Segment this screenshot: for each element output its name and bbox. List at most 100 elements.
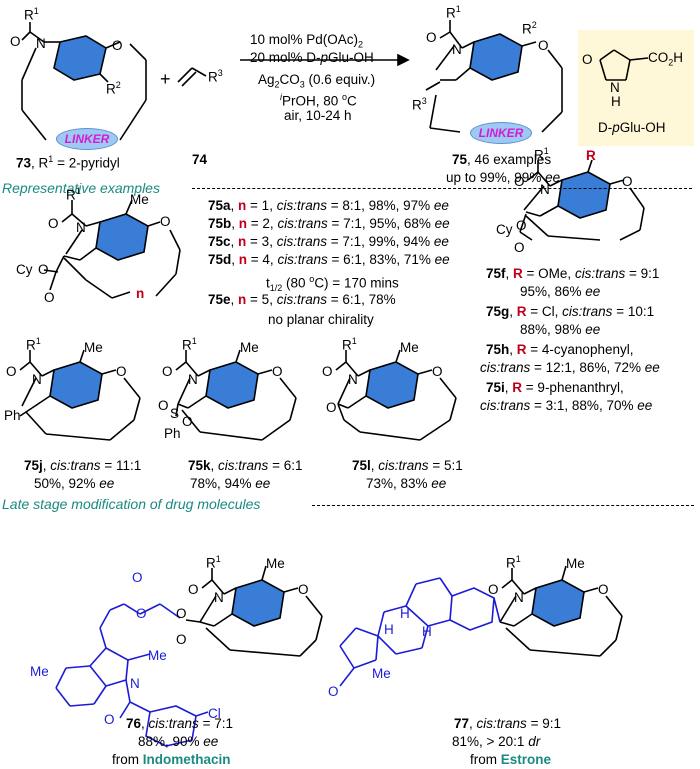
linker-oval-73: LINKER [56, 128, 118, 150]
ph-label-75k: Ph [164, 426, 181, 441]
r3-label-74: R3 [208, 68, 223, 85]
me-label-77: Me [566, 556, 585, 571]
example-75b: 75b, n = 2, cis:trans = 7:1, 95%, 68% ee [208, 216, 450, 231]
o-label-75k: O [162, 364, 173, 379]
r1-label-75a: R1 [66, 186, 81, 203]
o-ring-label-75k: O [272, 364, 283, 379]
example-77: 77, cis:trans = 9:1 [454, 716, 561, 731]
s-label-75k: S [170, 406, 180, 421]
example-75k: 75k, cis:trans = 6:1 [188, 458, 303, 473]
h1-label-77: H [400, 606, 410, 621]
r2-label-75: R2 [522, 20, 537, 37]
o-label-75a: O [48, 216, 59, 231]
r1-label-75j: R1 [26, 336, 41, 353]
o-label-75: O [426, 30, 437, 45]
example-75f-yield: 95%, 86% ee [520, 284, 601, 299]
example-76: 76, cis:trans = 7:1 [126, 716, 233, 731]
n-label-75l: N [348, 372, 358, 387]
o-ester3-label-76: O [176, 606, 187, 621]
linker-oval-75: LINKER [470, 122, 532, 144]
me-indole-label-76: Me [30, 664, 49, 679]
o-label-73: O [10, 34, 21, 49]
r3-label-75: R3 [412, 96, 427, 113]
cy-label-75f: Cy [496, 222, 513, 237]
o-label-75f: O [514, 174, 525, 189]
n-label-75a-chain: n [136, 286, 145, 301]
example-75h: 75h, R = 4-cyanophenyl, [486, 342, 634, 357]
example-75d: 75d, n = 4, cis:trans = 6:1, 83%, 71% ee [208, 252, 450, 267]
ligand-h-label: H [611, 94, 621, 109]
o-amide-label-76: O [104, 712, 115, 727]
compound-73-label: 73, R1 = 2-pyridyl [16, 154, 120, 171]
example-75g-yield: 88%, 98% ee [520, 322, 601, 337]
o3-label-75a: O [44, 290, 55, 305]
ligand-n-label: N [610, 80, 620, 95]
r-label-75f: R [586, 148, 596, 163]
ligand-box [578, 30, 694, 146]
o-ring-label-77: O [598, 582, 609, 597]
me-label-77-steroid: Me [372, 666, 391, 681]
ligand-name: D-pGlu-OH [598, 120, 666, 135]
condition-ligand: 20 mol% D-pGlu-OH [250, 50, 374, 65]
o-s-label-75k: O [158, 398, 169, 413]
r1-label-77: R1 [506, 554, 521, 571]
example-75k-yield: 78%, 94% ee [190, 476, 271, 491]
o-s2-label-75k: O [182, 414, 193, 429]
example-75j: 75j, cis:trans = 11:1 [24, 458, 142, 473]
cl-label-76: Cl [208, 706, 221, 721]
o-ring-label-75: O [538, 38, 549, 53]
example-75j-yield: 50%, 92% ee [34, 476, 115, 491]
example-76-yield: 88%, 90% ee [138, 734, 219, 749]
example-75i: 75i, R = 9-phenanthryl, [486, 380, 624, 395]
example-75l: 75l, cis:trans = 5:1 [352, 458, 463, 473]
r1-label-75f: R1 [534, 146, 549, 163]
o-ketone-label-75l: O [326, 400, 337, 415]
condition-time: air, 10-24 h [284, 108, 352, 123]
o-label-75j: O [6, 364, 17, 379]
o-ring-label-75l: O [432, 364, 443, 379]
me-label-75j: Me [84, 340, 103, 355]
o-label-76: O [188, 582, 199, 597]
r1-label-76: R1 [206, 554, 221, 571]
o-ketone-label-77: O [328, 684, 339, 699]
section-title-late-stage: Late stage modification of drug molecule… [2, 496, 261, 512]
half-life: t1/2 (80 oC) = 170 mins [266, 274, 399, 294]
condition-catalyst: 10 mol% Pd(OAc)2 [250, 32, 364, 50]
ph-label-75j: Ph [4, 408, 21, 423]
example-75l-yield: 73%, 83% ee [366, 476, 447, 491]
n-label-75j: N [32, 372, 42, 387]
n-label-75a: N [76, 220, 86, 235]
example-75f: 75f, R = OMe, cis:trans = 9:1 [486, 266, 660, 281]
compound-74-label: 74 [192, 152, 208, 167]
r1-label-75k: R1 [182, 336, 197, 353]
o-ring-label-75a: O [160, 214, 171, 229]
n-label-75: N [452, 42, 462, 57]
r1-label-75: R1 [446, 4, 461, 21]
condition-oxidant: Ag2CO3 (0.6 equiv.) [258, 72, 376, 90]
no-planar-chirality: no planar chirality [268, 312, 374, 327]
example-75c: 75c, n = 3, cis:trans = 7:1, 99%, 94% ee [208, 234, 449, 249]
r1-label-73: R1 [24, 6, 39, 23]
compound-75-yield: up to 99%, 99% ee [446, 170, 561, 185]
o-label-77: O [488, 582, 499, 597]
ligand-structure [599, 49, 649, 81]
n-label-75f: N [540, 182, 550, 197]
r2-label-73: R2 [106, 80, 121, 97]
example-75g: 75g, R = Cl, cis:trans = 10:1 [486, 304, 655, 319]
compound-75-label: 75, 46 examples [452, 152, 552, 167]
o-ring-label-75j: O [116, 364, 127, 379]
o-ester2-label-76: O [136, 606, 147, 621]
n-indole-label-76: N [130, 676, 140, 691]
me-label-75a: Me [130, 192, 149, 207]
example-75e: 75e, n = 5, cis:trans = 6:1, 78% [208, 292, 396, 307]
plus-sign: + [160, 69, 171, 89]
section-divider-1 [192, 188, 692, 189]
r1-label-75l: R1 [342, 336, 357, 353]
n-label-73: N [36, 36, 46, 51]
o-ester4-label-76: O [176, 632, 187, 647]
section-title-representative: Representative examples [2, 180, 160, 196]
ligand-o-label: O [582, 52, 593, 67]
h2-label-77: H [384, 622, 394, 637]
o-ester1-label-76: O [132, 570, 143, 585]
